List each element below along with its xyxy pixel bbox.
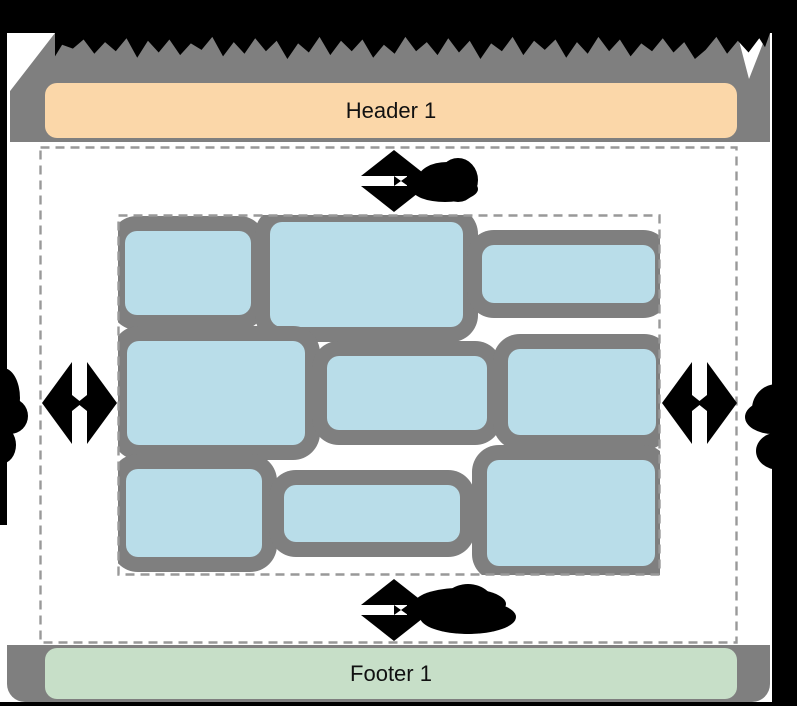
- obscured-title-band: [0, 0, 797, 33]
- content-tile: [125, 231, 251, 315]
- frame-edge-bottom: [0, 702, 797, 706]
- horizontal-double-arrow-icon: [662, 362, 737, 444]
- content-tile: [270, 222, 463, 327]
- content-tile: [126, 469, 262, 557]
- content-tile-grid: [118, 215, 660, 575]
- header-block: Header 1: [45, 83, 737, 138]
- content-tile: [284, 485, 460, 542]
- frame-edge-right: [772, 0, 797, 706]
- content-tile: [508, 349, 656, 435]
- frame-edge-left: [0, 0, 7, 525]
- content-tile: [487, 460, 655, 566]
- content-tile: [327, 356, 487, 430]
- content-tile: [482, 245, 655, 303]
- header-label: Header 1: [345, 97, 437, 123]
- footer-block: Footer 1: [45, 648, 737, 699]
- footer-label: Footer 1: [350, 660, 432, 686]
- content-tile: [127, 341, 305, 445]
- horizontal-double-arrow-icon: [42, 362, 117, 444]
